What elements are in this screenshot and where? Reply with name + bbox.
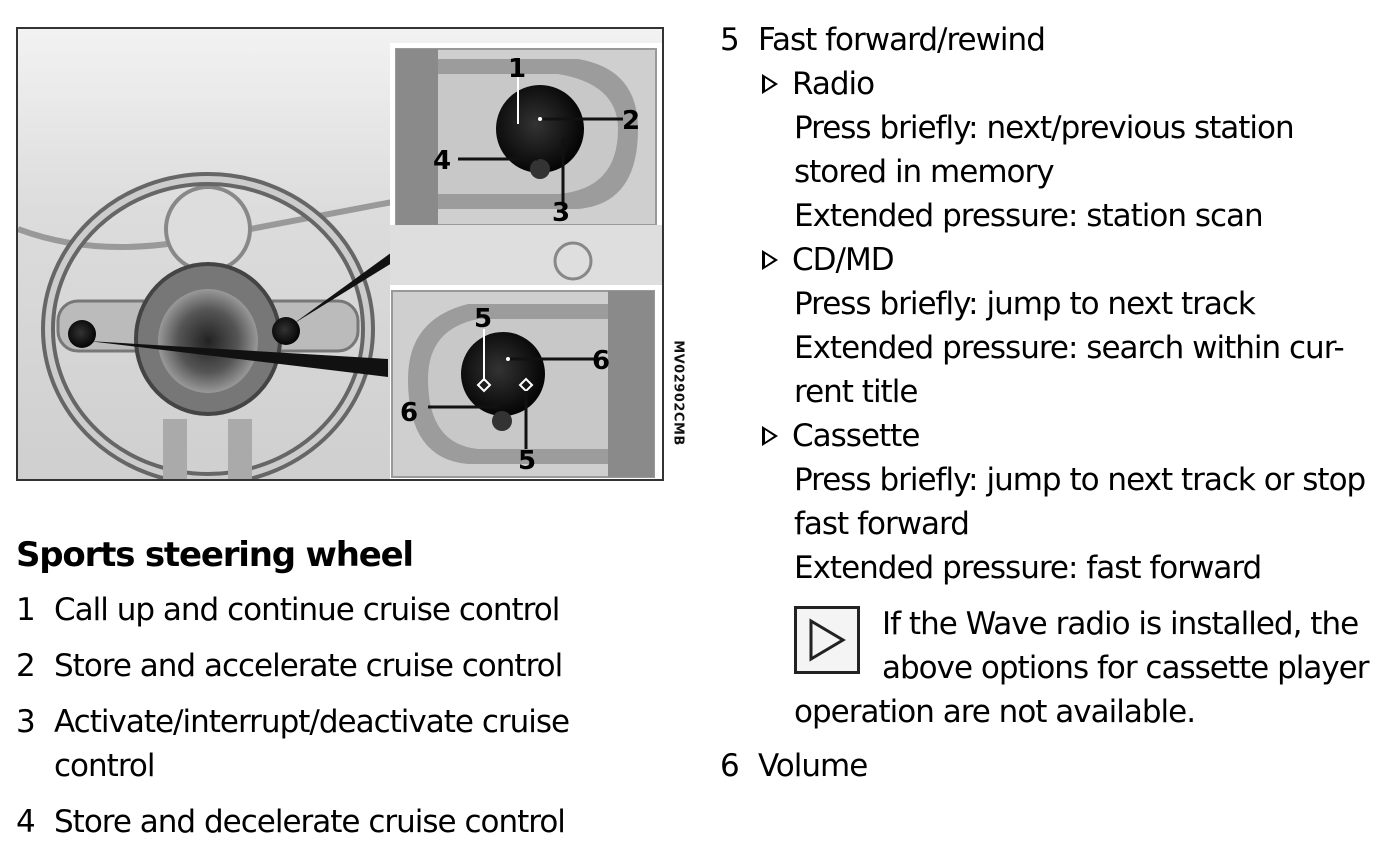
left-button-cluster <box>68 320 96 348</box>
sub-item-cassette: Cassette <box>758 414 1390 458</box>
item-text: Activate/interrupt/deactivate cruise con… <box>54 704 570 784</box>
triangle-bullet-icon <box>762 74 778 94</box>
callout-6-right: 6 <box>592 346 610 376</box>
list-item-6: 6 Volume <box>720 744 1390 788</box>
sub-item-line: Press briefly: next/previous station sto… <box>794 110 1295 190</box>
controls-list: 1 Call up and continue cruise control 2 … <box>16 588 676 844</box>
section-title: Sports steering wheel <box>16 535 414 575</box>
leader-top <box>293 239 418 324</box>
right-button-cluster <box>272 317 300 345</box>
speedometer <box>164 185 252 273</box>
triangle-bullet-icon <box>762 426 778 446</box>
steering-wheel-drawing: 1 2 3 4 5 6 6 5 <box>18 29 662 479</box>
item-text: Volume <box>758 748 868 784</box>
item-number: 2 <box>16 648 36 684</box>
sub-item-label: Cassette <box>792 418 920 454</box>
item-number: 4 <box>16 804 36 840</box>
sub-item-line: Press briefly: jump to next track or sto… <box>794 462 1366 542</box>
list-item-5: 5 Fast forward/rewind <box>720 18 1390 62</box>
sub-items: Radio Press briefly: next/previous stati… <box>758 62 1390 734</box>
item-text: Fast forward/rewind <box>758 22 1046 58</box>
figure-code: MV02902CMB <box>667 300 689 485</box>
callout-5-bottom: 5 <box>518 446 536 476</box>
inset-top: 1 2 3 4 <box>390 43 662 228</box>
item-number: 1 <box>16 592 36 628</box>
figure-code-text: MV02902CMB <box>670 339 686 446</box>
callout-5-top: 5 <box>474 304 492 334</box>
callout-1: 1 <box>508 54 526 84</box>
audio-controls-section: 5 Fast forward/rewind Radio Press briefl… <box>720 18 1390 788</box>
list-item: 1 Call up and continue cruise control <box>16 588 676 632</box>
item-number: 5 <box>720 22 740 58</box>
sub-item-label: Radio <box>792 66 875 102</box>
item-text: Store and accelerate cruise control <box>54 648 563 684</box>
item-number: 6 <box>720 748 740 784</box>
item-text: Call up and continue cruise control <box>54 592 560 628</box>
item-text: Store and decelerate cruise control <box>54 804 566 840</box>
callout-2: 2 <box>622 106 640 136</box>
inset-bottom: 5 6 6 5 <box>390 285 662 479</box>
list-item: 4 Store and decelerate cruise control <box>16 800 676 844</box>
note-play-icon <box>794 606 860 674</box>
sub-item-line: Press briefly: jump to next track <box>794 286 1256 322</box>
sub-item-line: Extended pressure: fast forward <box>794 550 1262 586</box>
steering-wheel-illustration: 1 2 3 4 5 6 6 5 <box>16 27 664 481</box>
note-box: If the Wave radio is installed, the abov… <box>794 602 1390 734</box>
sub-item-line: Extended pressure: search within cur-ren… <box>794 330 1345 410</box>
callout-6-left: 6 <box>400 398 418 428</box>
sub-item-cd-md: CD/MD <box>758 238 1390 282</box>
sports-steering-wheel-section: Sports steering wheel 1 Call up and cont… <box>16 530 676 856</box>
list-item: 3 Activate/interrupt/deactivate cruise c… <box>16 700 676 788</box>
leader-bottom <box>88 341 388 377</box>
callout-3: 3 <box>552 198 570 228</box>
note-text: If the Wave radio is installed, the abov… <box>794 606 1370 730</box>
sub-item-radio: Radio <box>758 62 1390 106</box>
triangle-bullet-icon <box>762 250 778 270</box>
list-item: 2 Store and accelerate cruise control <box>16 644 676 688</box>
item-number: 3 <box>16 704 36 740</box>
sub-item-label: CD/MD <box>792 242 895 278</box>
callout-4: 4 <box>433 146 451 176</box>
sub-item-line: Extended pressure: station scan <box>794 198 1264 234</box>
